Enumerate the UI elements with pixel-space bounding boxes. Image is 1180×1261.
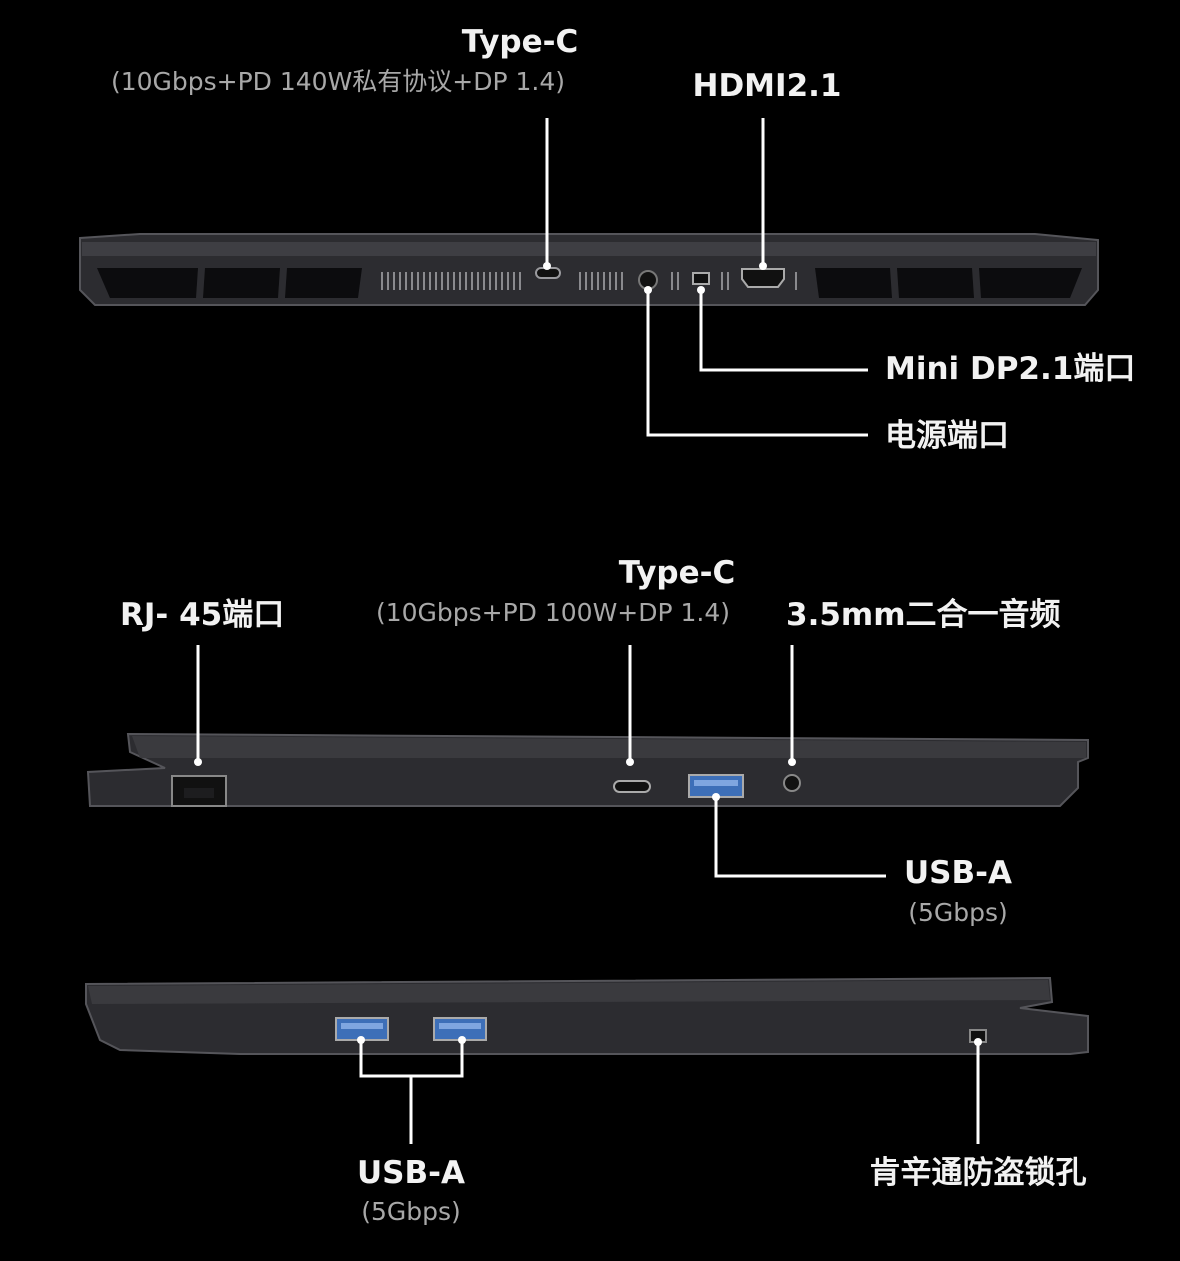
rear-vents-right [815, 268, 1082, 298]
leader-left-usb-a [714, 797, 886, 878]
left-type-c-spec: (10Gbps+PD 100W+DP 1.4) [375, 598, 731, 627]
left-type-c-label: Type-C [618, 555, 736, 591]
leader-mini-dp [699, 290, 868, 372]
rj45-label: RJ- 45端口 [120, 597, 285, 633]
audio-jack [783, 774, 801, 792]
mini-dp-label: Mini DP2.1端口 [885, 351, 1136, 387]
leader-power [646, 290, 868, 437]
laptop-rear-view [79, 118, 1099, 437]
lock-label: 肯辛通防盗锁孔 [869, 1155, 1087, 1191]
rear-type-c-label: Type-C [461, 24, 579, 60]
mini-dp-port [692, 272, 710, 285]
left-usb-a-spec: (5Gbps) [908, 898, 1008, 927]
laptop-right-view [85, 976, 1089, 1144]
hdmi-label: HDMI2.1 [692, 68, 842, 104]
right-usb-a-label: USB-A [357, 1155, 465, 1191]
right-usb-a-spec: (5Gbps) [361, 1197, 461, 1226]
left-type-c-port [613, 780, 651, 793]
laptop-left-view [86, 645, 1089, 878]
power-label: 电源端口 [885, 418, 1009, 454]
rear-type-c-spec: (10Gbps+PD 140W私有协议+DP 1.4) [110, 67, 566, 96]
left-usb-a-label: USB-A [904, 855, 1012, 891]
rear-grille [381, 272, 797, 290]
rear-vents-left [97, 268, 362, 298]
audio-label: 3.5mm二合一音频 [786, 597, 1061, 633]
hdmi-port [741, 268, 785, 288]
